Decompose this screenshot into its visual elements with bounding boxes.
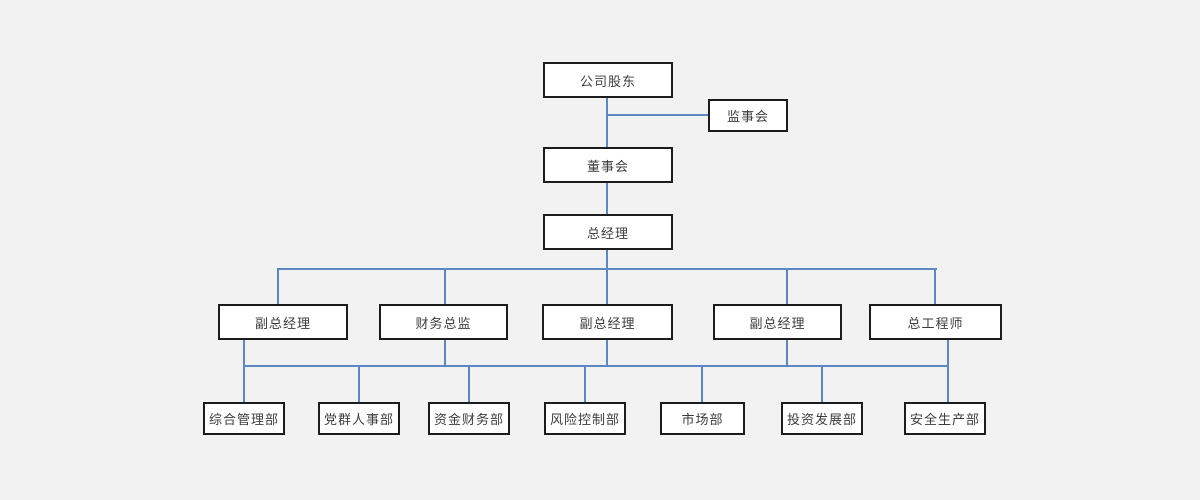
connector-feed-finance-director — [444, 340, 446, 366]
connector-drop-dept-party-hr — [358, 366, 360, 402]
node-deputy-gm-1-label: 副总经理 — [254, 316, 311, 332]
node-finance-director: 财务总监 — [379, 304, 508, 340]
connector-department-bus — [243, 365, 949, 367]
connector-drop-deputy-gm-2 — [606, 269, 608, 304]
node-dept-safety-label: 安全生产部 — [909, 413, 980, 428]
connector-feed-deputy-gm-2 — [606, 340, 608, 366]
connector-drop-deputy-gm-3 — [786, 269, 788, 304]
node-dept-investment: 投资发展部 — [781, 402, 863, 435]
node-dept-risk-control-label: 风险控制部 — [549, 413, 620, 428]
node-finance-director-label: 财务总监 — [415, 316, 472, 332]
connector-drop-finance-director — [444, 269, 446, 304]
node-company-shareholders: 公司股东 — [543, 62, 673, 98]
node-board-of-directors: 董事会 — [543, 147, 673, 183]
connector-drop-dept-investment — [821, 366, 823, 402]
connector-feed-deputy-gm-3 — [786, 340, 788, 366]
node-dept-investment-label: 投资发展部 — [786, 413, 857, 428]
node-dept-safety: 安全生产部 — [904, 402, 986, 435]
node-board-of-directors-label: 董事会 — [586, 159, 629, 175]
node-chief-engineer-label: 总工程师 — [907, 316, 964, 332]
connector-board-gm — [606, 183, 608, 214]
connector-drop-deputy-gm-1 — [277, 269, 279, 304]
node-deputy-gm-3-label: 副总经理 — [749, 316, 806, 332]
connector-feed-deputy-gm-1 — [243, 340, 245, 402]
connector-shareholders-board — [606, 98, 608, 148]
node-deputy-gm-2: 副总经理 — [542, 304, 673, 340]
connector-gm-bus — [606, 250, 608, 269]
node-dept-party-hr: 党群人事部 — [318, 402, 400, 435]
connector-drop-dept-funds-finance — [468, 366, 470, 402]
node-general-manager: 总经理 — [543, 214, 673, 250]
node-company-shareholders-label: 公司股东 — [579, 74, 636, 90]
node-deputy-gm-3: 副总经理 — [713, 304, 842, 340]
node-dept-marketing: 市场部 — [660, 402, 745, 435]
node-dept-party-hr-label: 党群人事部 — [323, 413, 394, 428]
connector-drop-chief-engineer — [934, 269, 936, 304]
node-supervisory-board: 监事会 — [708, 99, 788, 132]
connector-drop-dept-marketing — [701, 366, 703, 402]
node-dept-general-admin: 综合管理部 — [203, 402, 285, 435]
node-dept-funds-finance: 资金财务部 — [428, 402, 510, 435]
node-dept-general-admin-label: 综合管理部 — [208, 413, 279, 428]
node-supervisory-board-label: 监事会 — [726, 110, 769, 125]
node-deputy-gm-1: 副总经理 — [218, 304, 348, 340]
node-dept-risk-control: 风险控制部 — [544, 402, 626, 435]
node-chief-engineer: 总工程师 — [869, 304, 1002, 340]
node-deputy-gm-2-label: 副总经理 — [579, 316, 636, 332]
node-dept-marketing-label: 市场部 — [681, 413, 724, 428]
connector-feed-chief-engineer — [947, 340, 949, 402]
connector-drop-dept-risk-control — [584, 366, 586, 402]
node-dept-funds-finance-label: 资金财务部 — [433, 413, 504, 428]
connector-supervisory-branch — [607, 114, 708, 116]
node-general-manager-label: 总经理 — [586, 226, 629, 242]
